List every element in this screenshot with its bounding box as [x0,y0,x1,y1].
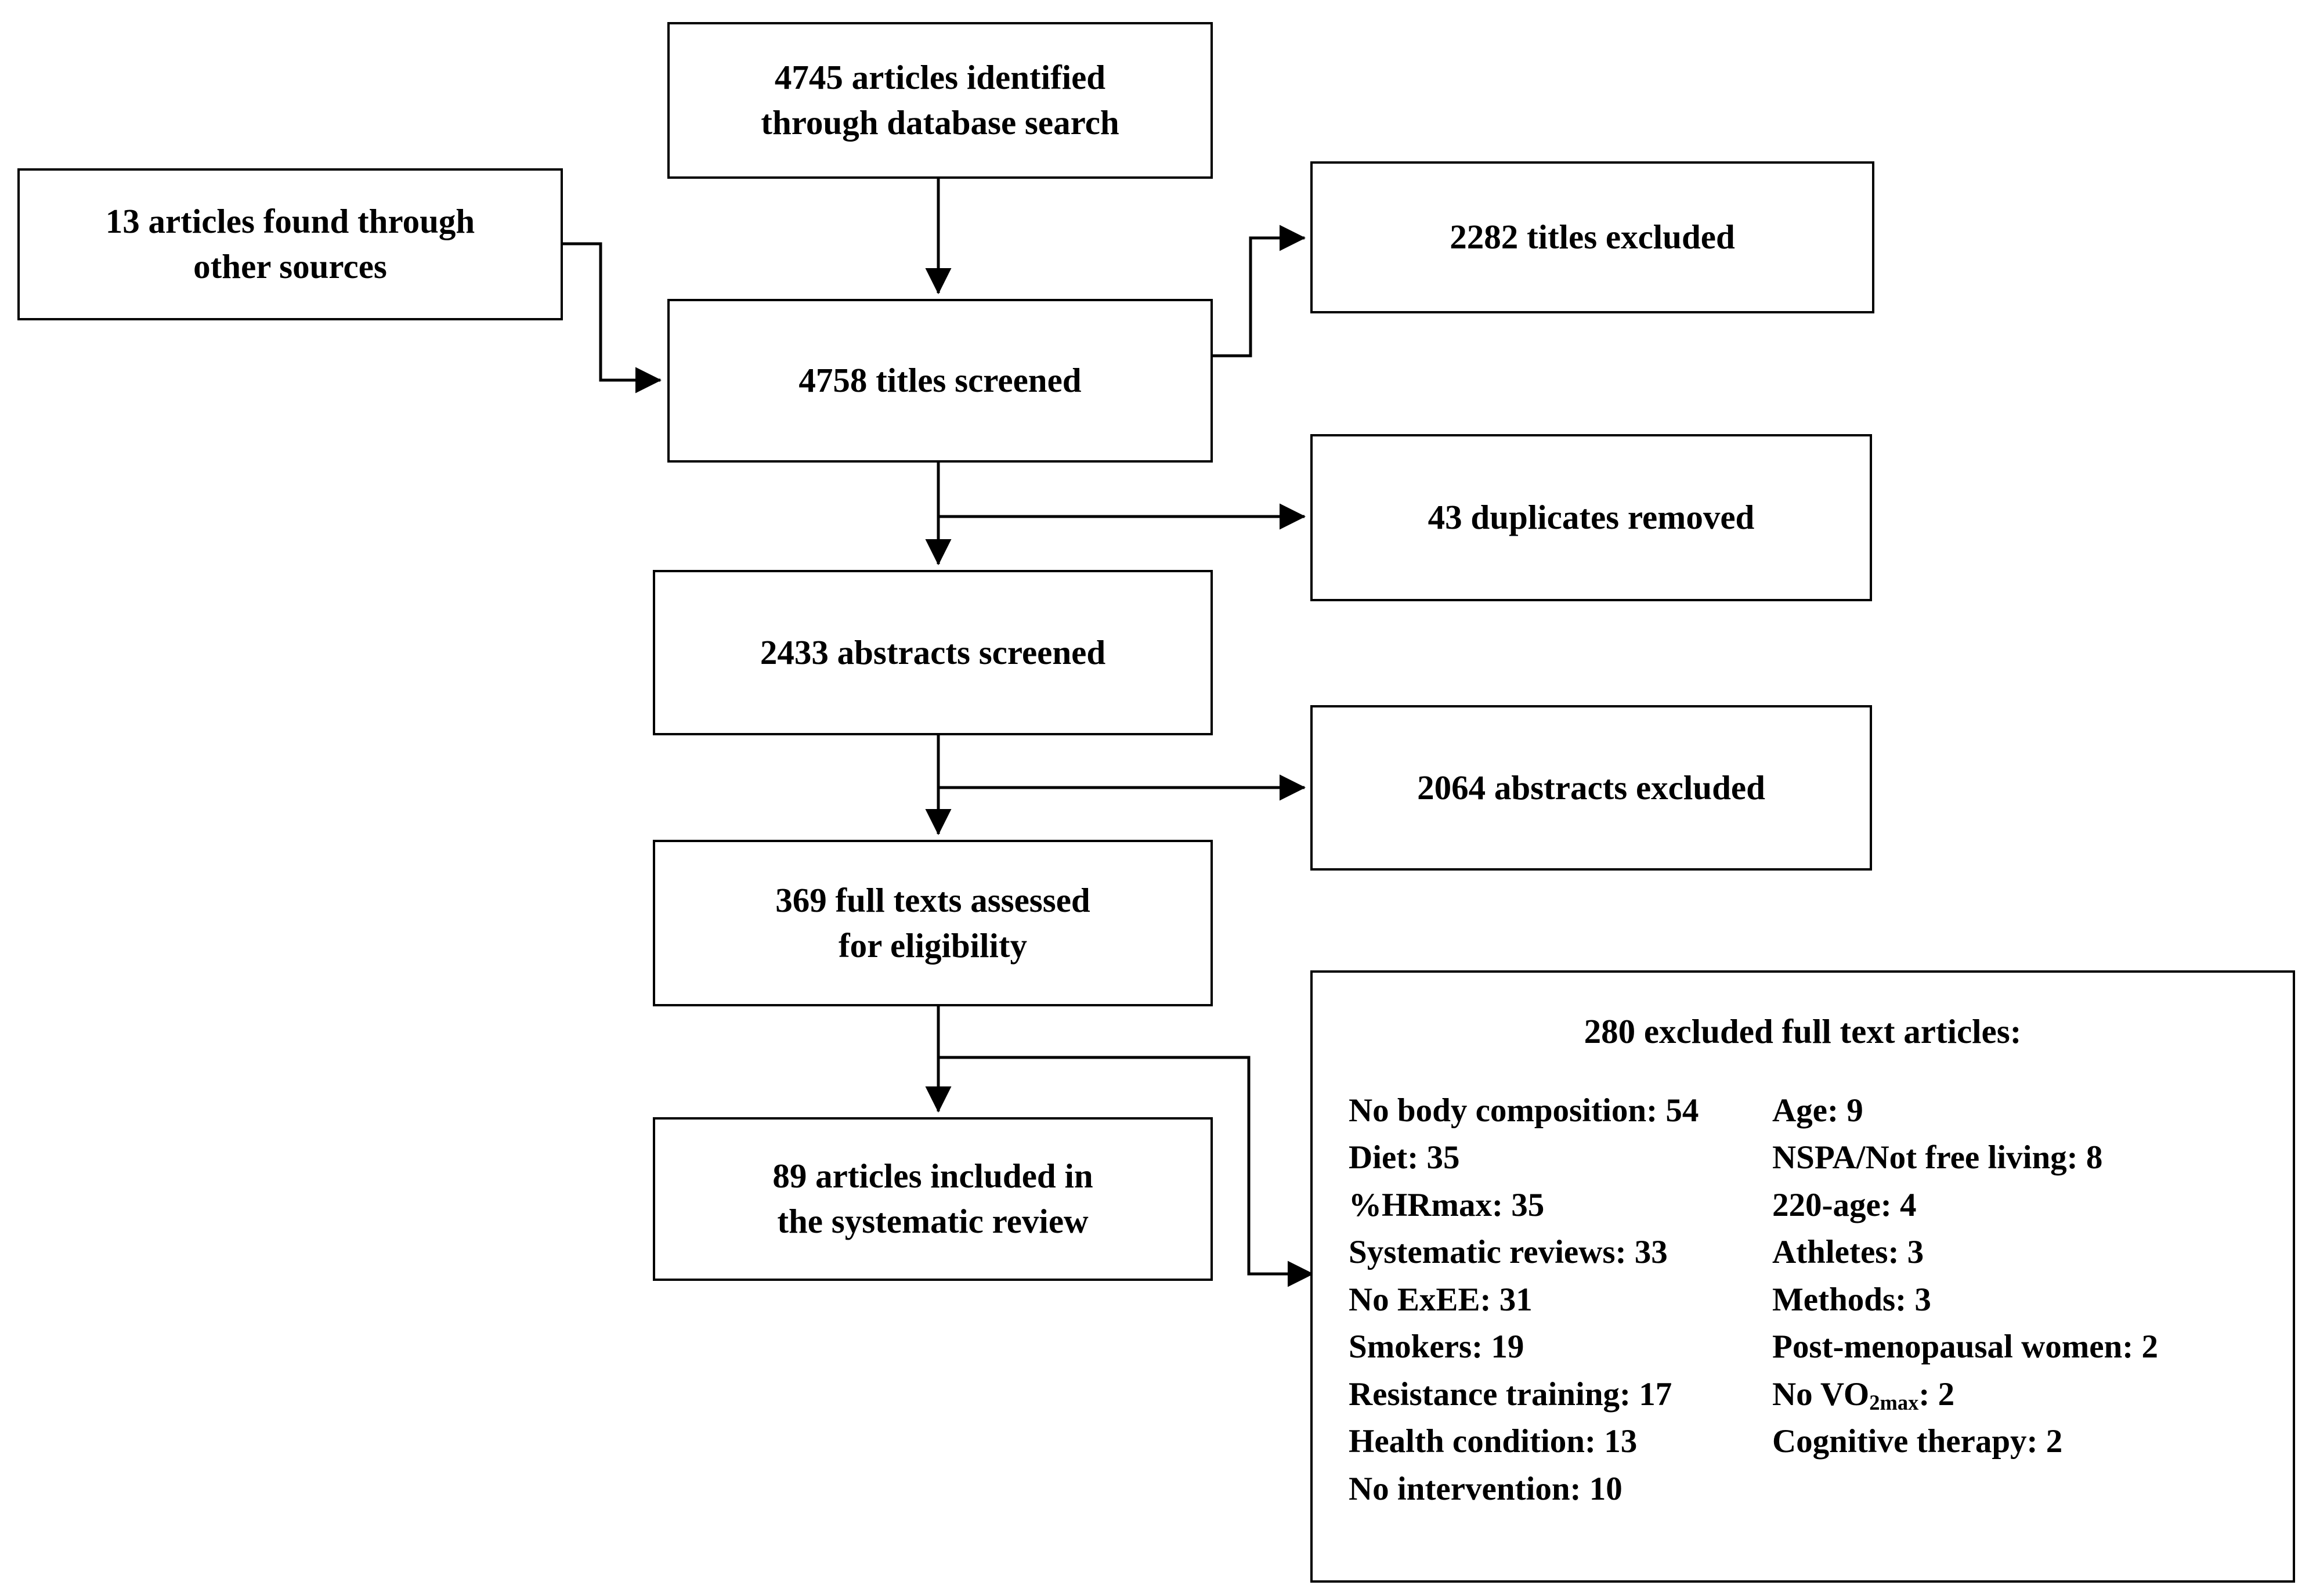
excluded-item-vo2max-prefix: No VO [1772,1375,1870,1413]
edge-titles-to-titles-excluded [1213,225,1306,358]
excluded-item: No intervention: 10 [1349,1470,1623,1507]
excluded-item-vo2max-suffix: : 2 [1918,1375,1955,1413]
excluded-item: %HRmax: 35 [1349,1186,1545,1223]
node-articles-included: 89 articles included in the systematic r… [653,1117,1213,1281]
node-titles-excluded-label: 2282 titles excluded [1450,218,1735,257]
node-abstracts-screened: 2433 abstracts screened [653,570,1213,735]
node-abstracts-excluded: 2064 abstracts excluded [1310,705,1872,871]
excluded-box-title: 280 excluded full text articles: [1584,1012,2022,1050]
excluded-item: Smokers: 19 [1349,1328,1524,1366]
node-included-line1: 89 articles included in [772,1157,1093,1196]
excluded-item-vo2max-subscript: 2max [1869,1390,1919,1414]
excluded-item: No body composition: 54 [1349,1092,1699,1129]
node-identified-line1: 4745 articles identified [774,58,1106,97]
node-duplicates-removed-label: 43 duplicates removed [1428,498,1755,537]
node-duplicates-removed: 43 duplicates removed [1310,434,1872,601]
node-other-line2: other sources [193,247,387,286]
node-titles-screened-label: 4758 titles screened [798,361,1082,400]
node-titles-excluded: 2282 titles excluded [1310,161,1874,313]
excluded-item: NSPA/Not free living: 8 [1772,1139,2103,1176]
node-articles-identified: 4745 articles identified through databas… [667,22,1213,179]
node-identified-line2: through database search [761,103,1119,142]
excluded-item: 220-age: 4 [1772,1186,1917,1223]
node-abstracts-excluded-label: 2064 abstracts excluded [1417,768,1765,807]
node-excluded-fulltext-articles: 280 excluded full text articles: No body… [1310,970,2295,1583]
node-included-line2: the systematic review [777,1202,1089,1240]
excluded-item: Cognitive therapy: 2 [1772,1423,2063,1460]
excluded-box-columns: No body composition: 54 Diet: 35 %HRmax:… [1313,1087,2293,1513]
excluded-item: Post-menopausal women: 2 [1772,1328,2158,1366]
excluded-item: Diet: 35 [1349,1139,1460,1176]
excluded-item: Methods: 3 [1772,1281,1931,1318]
excluded-right-column: Age: 9 NSPA/Not free living: 8 220-age: … [1772,1087,2271,1513]
excluded-item: Systematic reviews: 33 [1349,1234,1668,1271]
excluded-item: Athletes: 3 [1772,1234,1924,1271]
excluded-item-vo2max: No VO2max: 2 [1772,1371,2271,1418]
excluded-item: Resistance training: 17 [1349,1375,1672,1413]
edge-other-to-titles [563,242,662,393]
node-fulltext-line2: for eligibility [838,926,1028,965]
excluded-item: No ExEE: 31 [1349,1281,1533,1318]
node-articles-other-sources: 13 articles found through other sources [17,168,563,320]
excluded-item: Health condition: 13 [1349,1423,1638,1460]
node-fulltext-line1: 369 full texts assessed [775,880,1090,919]
node-titles-screened: 4758 titles screened [667,299,1213,463]
excluded-left-column: No body composition: 54 Diet: 35 %HRmax:… [1349,1087,1772,1513]
node-other-line1: 13 articles found through [105,202,475,241]
excluded-item: Age: 9 [1772,1092,1863,1129]
node-fulltexts-assessed: 369 full texts assessed for eligibility [653,840,1213,1006]
node-abstracts-screened-label: 2433 abstracts screened [760,633,1106,671]
